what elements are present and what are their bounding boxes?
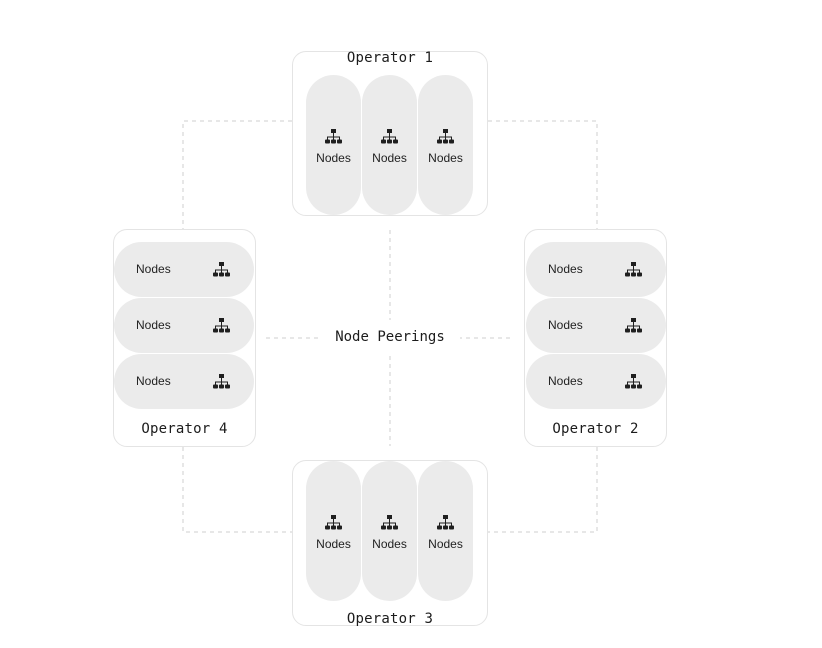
connector-op2-op3 [488, 447, 598, 533]
network-nodes-icon [381, 515, 398, 530]
network-nodes-icon [625, 262, 642, 277]
nodes-label: Nodes [136, 262, 171, 276]
operator-3-nodes-pill-1: Nodes [306, 461, 361, 601]
nodes-label: Nodes [548, 318, 583, 332]
network-nodes-icon [381, 129, 398, 144]
operator-4-nodes-pill-2: Nodes [114, 298, 254, 353]
operator-3-nodes-pill-2: Nodes [362, 461, 417, 601]
network-nodes-icon [625, 374, 642, 389]
connector-op4-op3 [182, 447, 292, 533]
operator-1-nodes-pill-3: Nodes [418, 75, 473, 215]
operator-2-nodes-pill-1: Nodes [526, 242, 666, 297]
connector-op1-op4 [182, 120, 292, 229]
network-nodes-icon [325, 515, 342, 530]
connector-op1-op2 [488, 120, 598, 229]
nodes-label: Nodes [136, 374, 171, 388]
operator-1-card: Operator 1 Nodes Nodes Nodes [292, 50, 488, 216]
operator-4-title: Operator 4 [141, 421, 228, 437]
network-nodes-icon [437, 515, 454, 530]
nodes-label: Nodes [428, 151, 463, 165]
operator-2-title: Operator 2 [552, 421, 639, 437]
network-nodes-icon [325, 129, 342, 144]
nodes-label: Nodes [372, 151, 407, 165]
nodes-label: Nodes [316, 537, 351, 551]
operator-1-title: Operator 1 [346, 50, 434, 66]
operator-4-nodes-pill-1: Nodes [114, 242, 254, 297]
operator-4-nodes-pill-3: Nodes [114, 354, 254, 409]
operator-2-nodes-pill-2: Nodes [526, 298, 666, 353]
network-nodes-icon [625, 318, 642, 333]
nodes-label: Nodes [428, 537, 463, 551]
nodes-label: Nodes [372, 537, 407, 551]
network-nodes-icon [213, 374, 230, 389]
nodes-label: Nodes [316, 151, 351, 165]
operator-3-nodes-pill-3: Nodes [418, 461, 473, 601]
nodes-label: Nodes [136, 318, 171, 332]
operator-3-title: Operator 3 [346, 611, 434, 627]
operator-1-nodes-pill-2: Nodes [362, 75, 417, 215]
network-nodes-icon [213, 318, 230, 333]
node-peerings-label: Node Peerings [320, 329, 460, 345]
operator-4-card: Nodes Nodes Nodes Operator 4 [113, 229, 256, 447]
network-nodes-icon [437, 129, 454, 144]
operator-3-card: Nodes Nodes Nodes Operator 3 [292, 460, 488, 627]
nodes-label: Nodes [548, 262, 583, 276]
network-nodes-icon [213, 262, 230, 277]
operator-1-nodes-pill-1: Nodes [306, 75, 361, 215]
operator-2-card: Nodes Nodes Nodes Operator 2 [524, 229, 667, 447]
operator-2-nodes-pill-3: Nodes [526, 354, 666, 409]
nodes-label: Nodes [548, 374, 583, 388]
